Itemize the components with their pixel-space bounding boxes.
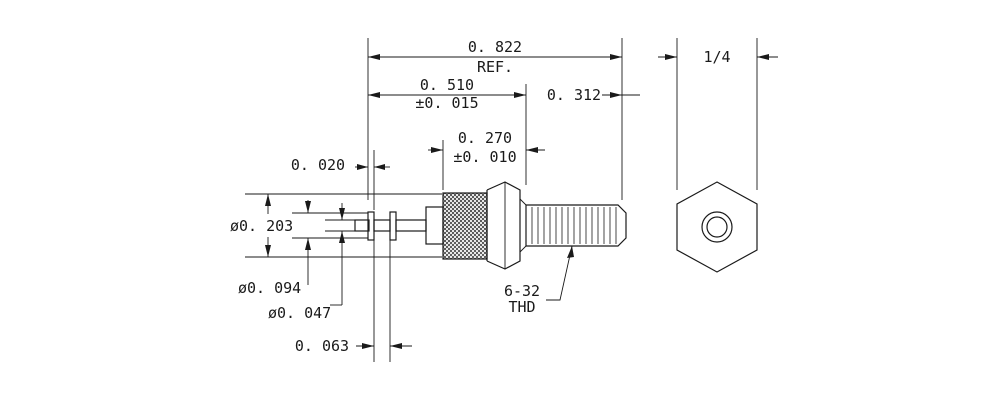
groove-gap-label: 0. 020 xyxy=(291,156,345,174)
overall-length-label: 0. 822 xyxy=(468,38,522,56)
knurl-hatch xyxy=(456,192,488,224)
thread-leader xyxy=(546,245,573,301)
thread-note-line2: THD xyxy=(508,298,535,316)
knurl-hatch xyxy=(480,192,488,200)
threaded-stud xyxy=(525,204,627,247)
terminal-side-view xyxy=(354,181,627,270)
knurl-hatch xyxy=(442,192,466,216)
knurl-hatch xyxy=(442,192,462,212)
knurl-hatch xyxy=(442,192,482,232)
knurl-hatch xyxy=(442,210,488,256)
knurl-hatch xyxy=(442,192,478,228)
head-diameter-label: ø0. 203 xyxy=(230,217,293,235)
knurl-hatch xyxy=(476,192,488,204)
knurl-hatch xyxy=(442,192,454,204)
knurl-hatch xyxy=(442,206,488,252)
body-tolerance-label: ±0. 015 xyxy=(415,94,478,112)
knurl-hatch xyxy=(442,194,488,240)
knurl-hatch xyxy=(448,192,488,232)
knurl-hatch xyxy=(442,202,488,248)
shank-diameter-label: ø0. 094 xyxy=(238,279,301,297)
knurl-hatch xyxy=(442,198,488,244)
dimension-labels: 0. 822 REF. 0. 510 ±0. 015 0. 312 0. 270… xyxy=(230,38,731,355)
extension-lines xyxy=(367,38,758,362)
knurl-hatch xyxy=(442,192,486,236)
thread-length-label: 0. 312 xyxy=(547,86,601,104)
knurl-hatch xyxy=(442,214,488,260)
knurl-hatch xyxy=(442,192,450,200)
knurl-hatch xyxy=(444,192,488,236)
knurled-section xyxy=(442,192,488,260)
hex-size-label: 1/4 xyxy=(703,48,730,66)
knurl-hatch xyxy=(442,192,446,196)
overall-ref-label: REF. xyxy=(477,58,513,76)
dimension-lines xyxy=(355,54,778,349)
hex-end-view xyxy=(676,181,758,273)
thread-note-line1: 6-32 xyxy=(504,282,540,300)
knurl-hatch xyxy=(442,192,470,220)
knurl-hatch xyxy=(464,192,488,216)
knurl-hatch xyxy=(472,192,488,208)
knurl-length-label: 0. 270 xyxy=(458,129,512,147)
knurl-hatch xyxy=(442,192,474,224)
groove-spacing-label: 0. 063 xyxy=(295,337,349,355)
knurl-hatch xyxy=(468,192,488,212)
knurl-tolerance-label: ±0. 010 xyxy=(453,148,516,166)
knurl-hatch xyxy=(460,192,488,220)
tip-diameter-label: ø0. 047 xyxy=(268,304,331,322)
knurl-hatch xyxy=(452,192,488,228)
knurl-hatch xyxy=(442,192,458,208)
body-length-label: 0. 510 xyxy=(420,76,474,94)
